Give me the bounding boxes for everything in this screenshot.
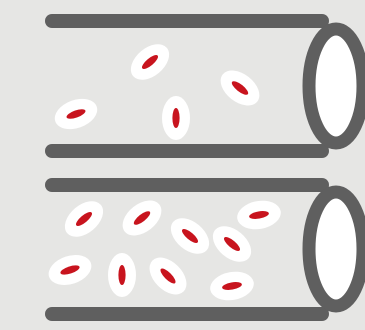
blood-cell-icon: [162, 96, 190, 140]
vessel-top-opening: [309, 29, 363, 143]
vessel-bottom-opening: [309, 192, 363, 306]
blood-cell-core: [118, 265, 125, 285]
blood-cell-icon: [108, 253, 136, 297]
blood-cell-core: [172, 108, 179, 128]
